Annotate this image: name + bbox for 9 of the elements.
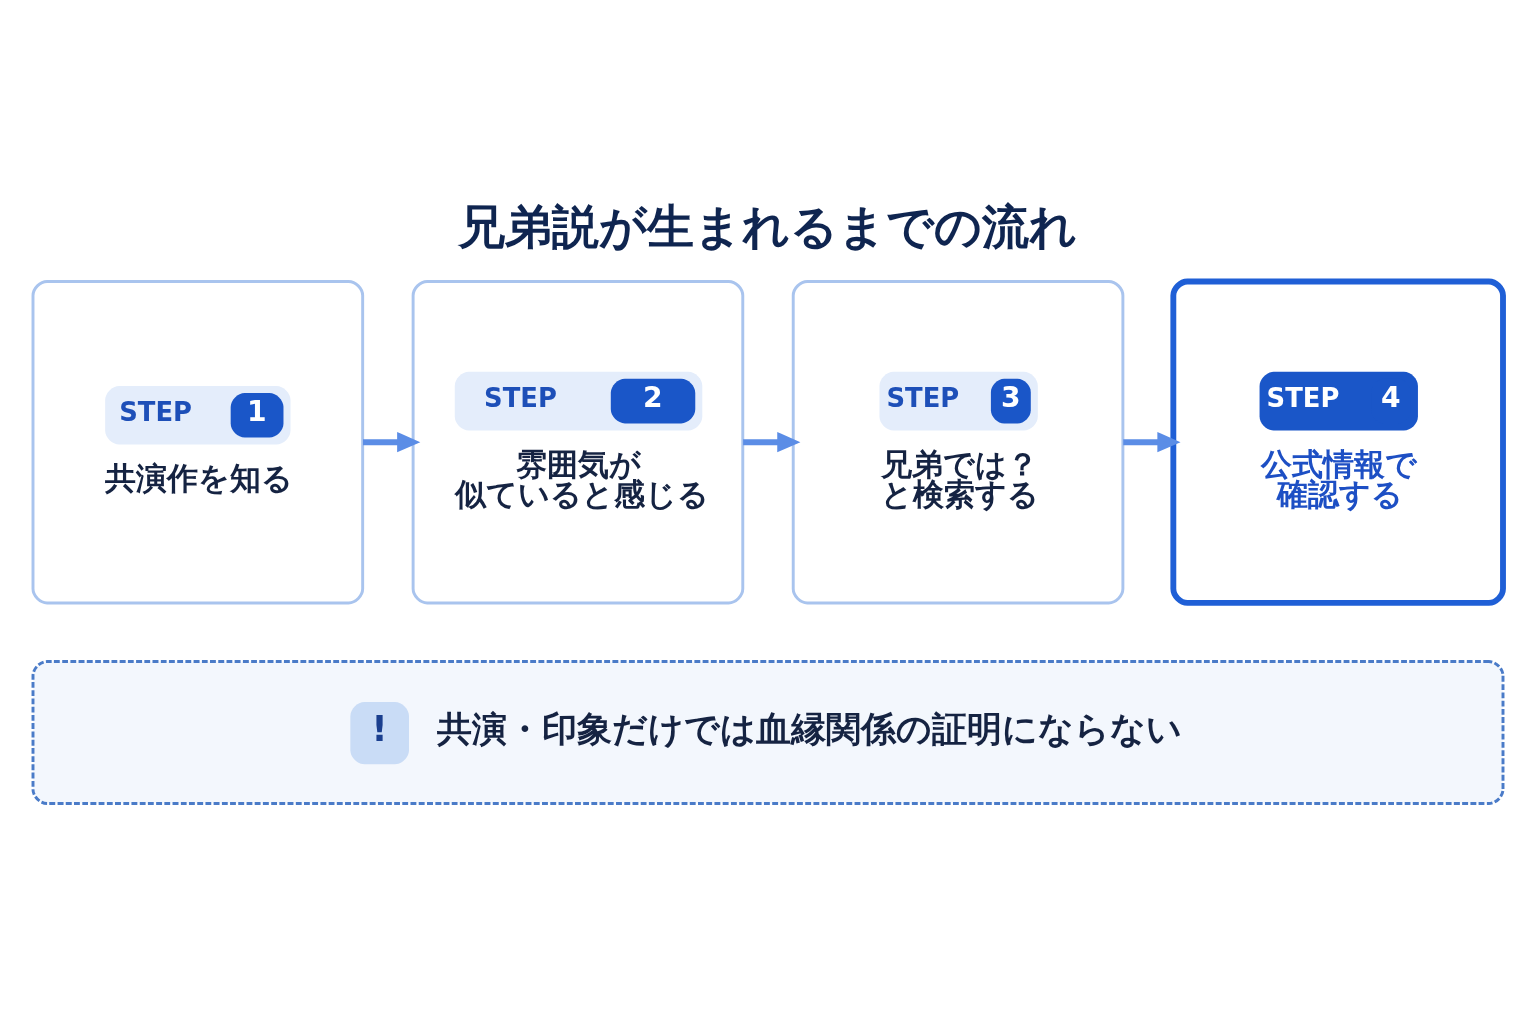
node-box: ! 共演・印象だけでは血縁関係の証明にならない bbox=[31, 660, 1505, 805]
node-box: STEP 3 兄弟では？と検索する bbox=[791, 280, 1125, 605]
node-box: STEP 4 公式情報で確認する bbox=[1170, 278, 1506, 606]
arrow bbox=[1123, 432, 1181, 453]
arrow bbox=[743, 432, 801, 453]
diagram-title: 兄弟説が生まれるまでの流れ bbox=[457, 198, 1077, 254]
node-box: STEP 2 雰囲気が似ていると感じる bbox=[411, 280, 745, 605]
arrow bbox=[363, 432, 421, 453]
node-box: STEP 1 共演作を知る bbox=[31, 280, 365, 605]
